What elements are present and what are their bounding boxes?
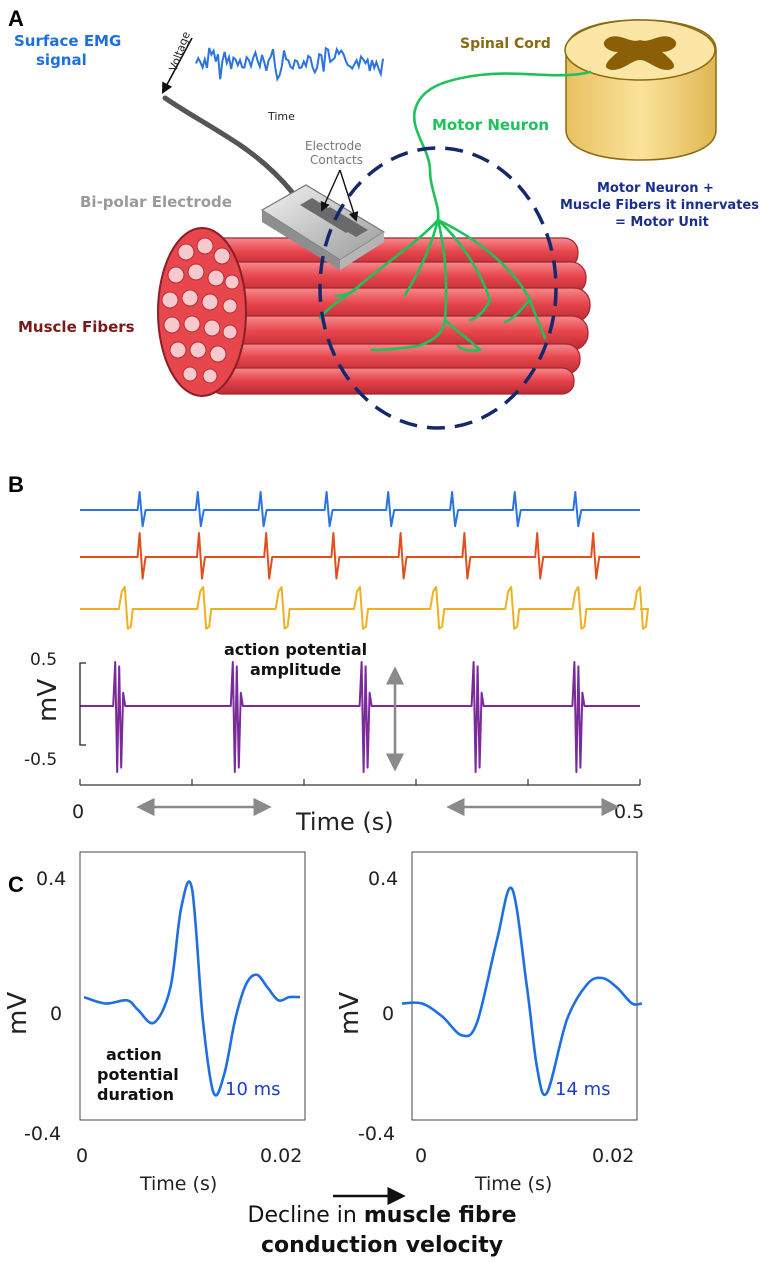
motor-unit-line3: = Motor Unit	[615, 215, 709, 230]
c-annotation-line3: duration	[97, 1085, 174, 1104]
c-right-frame	[411, 851, 638, 1121]
panel-c: C 0.4 0 -0.4 mV 0 0.02 Time (s) action p…	[3, 797, 643, 1258]
emg-label-line1: Surface EMG	[14, 32, 121, 50]
c-right-plot: 0.4 0 -0.4 mV 0 0.02 Time (s) 14 ms	[335, 797, 643, 1195]
c-left-ytick-bottom: -0.4	[24, 1123, 61, 1145]
c-left-xtick-right: 0.02	[260, 1145, 302, 1167]
panel-c-letter: C	[8, 872, 24, 897]
time-label: Time	[267, 110, 295, 123]
b-xtick-left: 0	[72, 801, 84, 823]
c-left-xtick-left: 0	[76, 1145, 88, 1167]
bipolar-electrode	[260, 184, 386, 270]
b-spike-train-3	[80, 586, 649, 630]
c-right-duration-label: 14 ms	[555, 1079, 611, 1100]
voltage-label: Voltage	[167, 30, 193, 73]
spinal-cord-label: Spinal Cord	[460, 36, 551, 52]
c-left-plot: 0.4 0 -0.4 mV 0 0.02 Time (s) action pot…	[3, 797, 306, 1195]
b-y-bracket	[79, 662, 86, 746]
c-left-frame	[79, 851, 306, 1121]
c-right-xtick-right: 0.02	[592, 1145, 634, 1167]
spinal-cord-gray-matter	[603, 36, 677, 70]
b-annotation-line1: action potential	[224, 640, 367, 659]
c-right-ytick-bottom: -0.4	[358, 1123, 395, 1145]
electrode-contacts-line1: Electrode	[305, 139, 362, 153]
b-x-ticks	[79, 779, 641, 785]
electrode-contact-2	[318, 207, 368, 237]
voltage-arrow	[161, 37, 193, 94]
c-right-ylabel: mV	[335, 992, 365, 1035]
panel-b-letter: B	[8, 472, 24, 497]
c-left-duration-label: 10 ms	[225, 1079, 281, 1100]
c-right-xlabel: Time (s)	[474, 1173, 552, 1195]
c-right-xtick-left: 0	[415, 1145, 427, 1167]
c-right-ytick-top: 0.4	[368, 868, 398, 890]
c-left-trace	[83, 880, 301, 1097]
b-ytick-top: 0.5	[30, 650, 57, 670]
b-ytick-bottom: -0.5	[24, 750, 57, 770]
muscle-fibers-label: Muscle Fibers	[18, 318, 135, 336]
emg-label-line2: signal	[36, 51, 87, 69]
b-xtick-right: 0.5	[614, 801, 644, 823]
panel-a-letter: A	[8, 6, 24, 31]
muscle-fiber-bundle	[157, 227, 591, 397]
c-left-ytick-top: 0.4	[36, 868, 66, 890]
emg-signal-trace	[195, 46, 384, 82]
c-right-trace	[401, 886, 643, 1096]
motor-unit-line2: Muscle Fibers it innervates	[560, 198, 759, 213]
panel-a: A Surface EMG signal Voltage Time	[8, 6, 759, 430]
motor-neuron-label: Motor Neuron	[432, 116, 549, 134]
spinal-cord	[564, 19, 717, 161]
bipolar-electrode-label: Bi-polar Electrode	[80, 193, 232, 211]
b-spike-train-4	[80, 661, 640, 773]
b-spike-train-1	[80, 491, 640, 528]
decline-caption-line2: conduction velocity	[261, 1233, 503, 1258]
panel-b-traces	[80, 491, 649, 773]
panel-b: B 0.5 -0.5 mV action potential amplitude…	[8, 472, 649, 836]
c-annotation-line1: action	[106, 1045, 162, 1064]
motor-unit-ellipse	[318, 146, 558, 430]
electrode-contacts-line2: Contacts	[310, 153, 363, 167]
c-left-ytick-mid: 0	[50, 1003, 62, 1025]
b-xlabel: Time (s)	[295, 808, 394, 836]
b-spike-train-2	[80, 532, 640, 580]
c-annotation-line2: potential	[97, 1065, 179, 1084]
motor-neuron	[318, 70, 592, 353]
b-annotation-line2: amplitude	[250, 660, 341, 679]
electrode-cable	[162, 95, 295, 195]
c-right-ytick-mid: 0	[382, 1003, 394, 1025]
motor-unit-line1: Motor Neuron +	[597, 181, 714, 196]
c-left-ylabel: mV	[3, 992, 33, 1035]
decline-caption-line1: Decline in muscle fibre	[248, 1203, 517, 1228]
c-left-xlabel: Time (s)	[139, 1173, 217, 1195]
contact-arrow-1	[320, 169, 341, 212]
b-ylabel: mV	[33, 679, 63, 722]
